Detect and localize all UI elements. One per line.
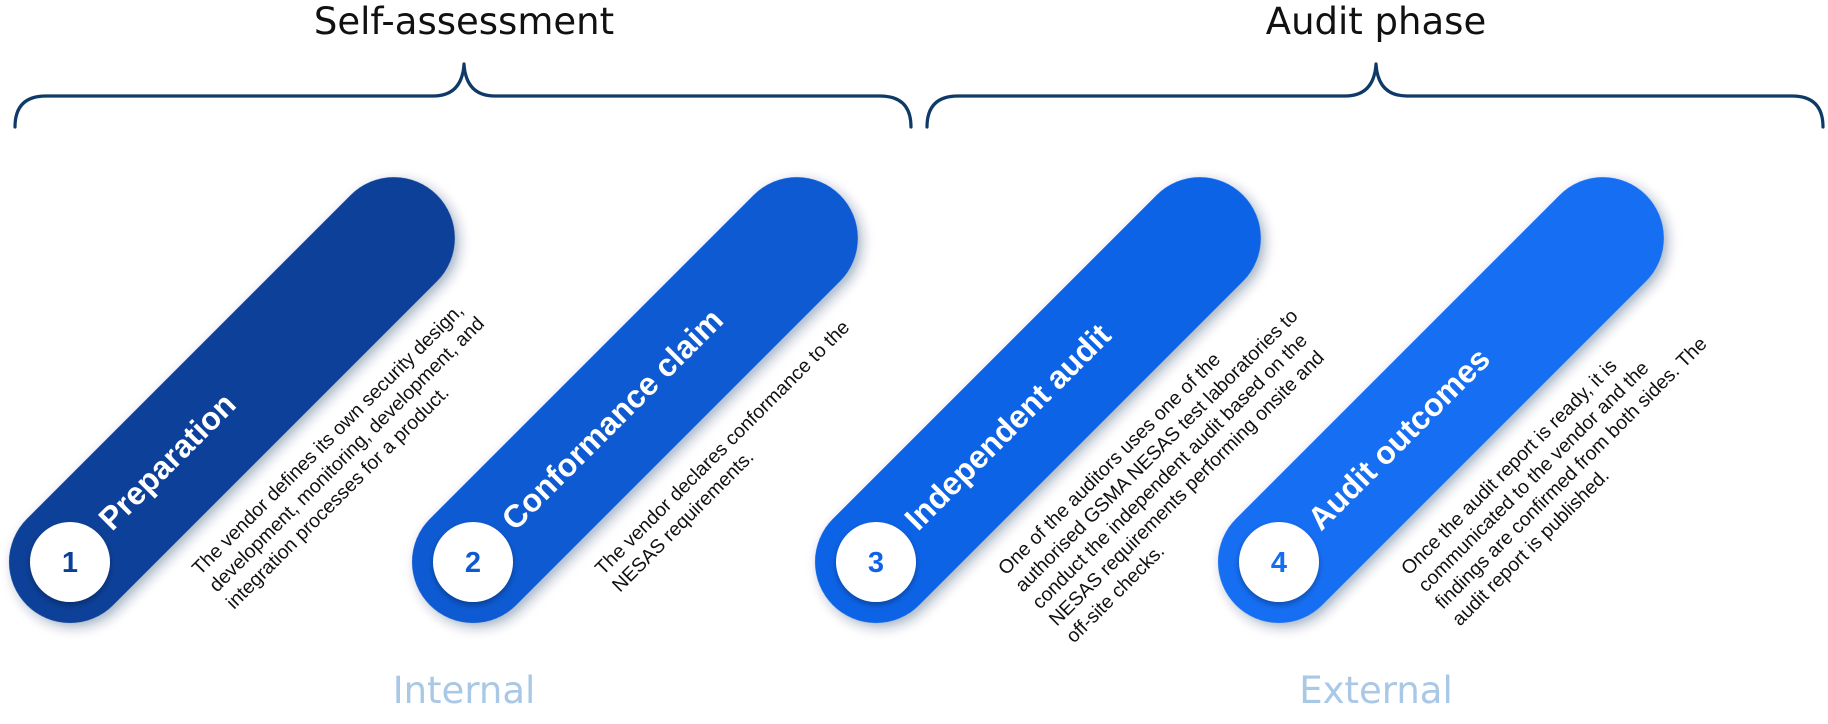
step-number-circle bbox=[30, 522, 110, 602]
audit-phase-heading: Audit phase bbox=[1266, 0, 1486, 43]
step-number-circle bbox=[433, 522, 513, 602]
step-number: 2 bbox=[465, 547, 481, 579]
step-number-circle bbox=[1239, 522, 1319, 602]
step-number: 3 bbox=[868, 547, 884, 579]
external-label: External bbox=[1299, 669, 1453, 712]
step-number-circle bbox=[836, 522, 916, 602]
self-assessment-heading: Self-assessment bbox=[314, 0, 614, 43]
step-pill bbox=[411, 177, 858, 623]
step-pill bbox=[9, 177, 455, 623]
audit-phase-brace bbox=[925, 62, 1825, 129]
step-pill bbox=[1217, 177, 1664, 624]
step-number: 1 bbox=[62, 547, 78, 579]
self-assessment-brace bbox=[13, 62, 913, 129]
step-number: 4 bbox=[1271, 547, 1287, 579]
internal-label: Internal bbox=[393, 669, 536, 712]
step-pill bbox=[815, 177, 1261, 623]
